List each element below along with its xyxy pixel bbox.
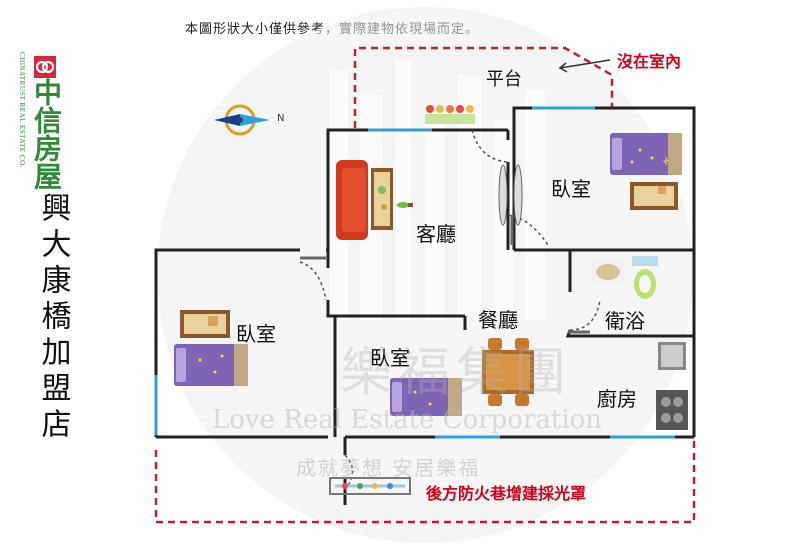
brand-english: CHINATRUST REAL ESTATE CO. — [18, 52, 26, 168]
compass-north-label: N — [277, 113, 285, 124]
sliding-door — [498, 164, 523, 226]
bed-left — [174, 344, 248, 386]
desk-left — [180, 310, 230, 338]
sofa — [336, 160, 368, 240]
door-leaves — [300, 215, 590, 334]
watermark-slogan: 成就夢想 安居樂福 — [296, 456, 481, 480]
room-label-dining-room: 餐廳 — [478, 308, 518, 332]
brand-logo-icon — [34, 56, 56, 78]
sink — [592, 258, 624, 282]
room-label-balcony: 平台 — [486, 69, 522, 90]
balcony-plants — [425, 105, 475, 124]
desk-top-right — [630, 182, 678, 210]
room-label-bathroom: 衛浴 — [605, 309, 645, 333]
door-swings — [299, 129, 601, 491]
room-label-kitchen: 廚房 — [597, 387, 637, 411]
annotation-arrow — [558, 59, 611, 73]
plant — [397, 202, 413, 208]
annotation-not-indoor: 沒在室內 — [617, 52, 682, 71]
room-label-bedroom-middle: 臥室 — [370, 346, 410, 370]
windows — [154, 106, 675, 439]
room-label-bedroom-top-right: 臥室 — [551, 177, 591, 201]
toilet — [632, 256, 658, 299]
brand-name: 中信房屋 — [30, 78, 63, 190]
laundry-rack — [329, 477, 411, 495]
stove — [656, 390, 688, 430]
room-label-living-room: 客廳 — [416, 222, 456, 246]
bed-top-right — [610, 133, 682, 175]
annotation-rear-annex: 後方防火巷增建採光罩 — [426, 484, 587, 503]
compass-icon — [210, 100, 290, 140]
kitchen-sink — [658, 342, 686, 370]
bed-middle — [390, 378, 462, 416]
coffee-table — [371, 168, 393, 230]
store-name: 興大康橋加盟店 — [35, 192, 71, 444]
room-label-bedroom-left: 臥室 — [236, 322, 276, 346]
dining-set — [482, 338, 534, 406]
annex-outline — [154, 46, 696, 524]
watermark-english: Love Real Estate Corporation — [212, 405, 603, 435]
watermark-chinese: 樂福集團 — [340, 343, 573, 403]
